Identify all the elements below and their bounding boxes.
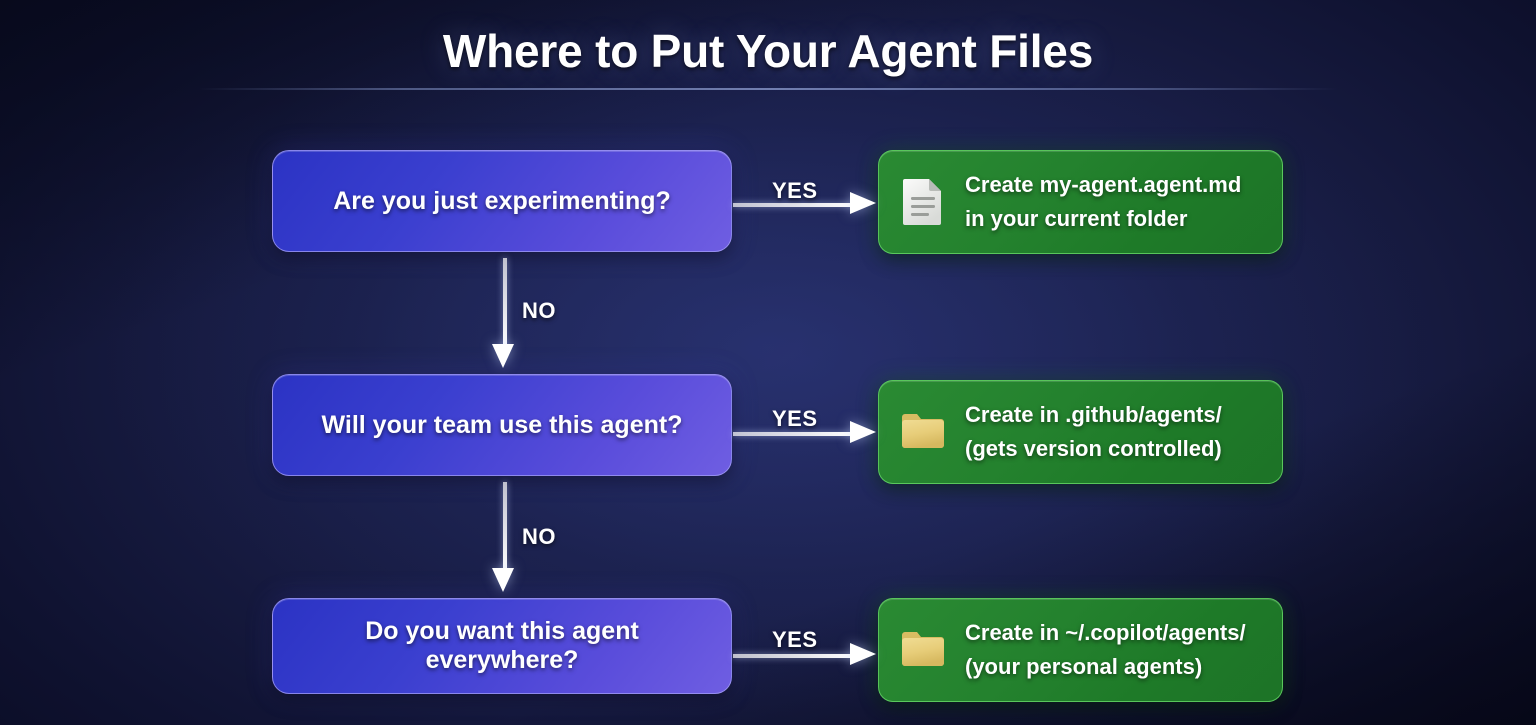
outcome-line-1: Create my-agent.agent.md: [965, 171, 1242, 197]
outcome-box-github-agents[interactable]: Create in .github/agents/ (gets version …: [878, 380, 1283, 484]
decision-label: Will your team use this agent?: [321, 410, 683, 439]
outcome-line-1: Create in .github/agents/: [965, 401, 1222, 427]
yes-arrow-icon: [733, 421, 879, 443]
arrow-shaft: [733, 203, 853, 207]
decision-label: Do you want this agent everywhere?: [365, 617, 639, 674]
document-icon: [899, 176, 947, 228]
no-arrow-icon: [492, 258, 514, 370]
yes-arrow-icon: [733, 192, 879, 214]
outcome-box-current-folder[interactable]: Create my-agent.agent.md in your current…: [878, 150, 1283, 254]
arrow-shaft: [503, 482, 507, 572]
page-title: Where to Put Your Agent Files: [442, 25, 1094, 77]
title-divider: [198, 88, 1338, 90]
decision-box-everywhere[interactable]: Do you want this agent everywhere?: [272, 598, 732, 694]
outcome-line-2: in your current folder: [965, 206, 1188, 231]
outcome-line-2: (gets version controlled): [965, 436, 1222, 461]
yes-label: YES: [772, 178, 818, 203]
arrow-head: [492, 344, 514, 368]
yes-arrow-icon: [733, 643, 879, 665]
decision-box-team-use[interactable]: Will your team use this agent?: [272, 374, 732, 476]
no-arrow-icon: [492, 482, 514, 594]
arrow-head: [492, 568, 514, 592]
arrow-head: [850, 643, 876, 665]
arrow-head: [850, 192, 876, 214]
outcome-text: Create my-agent.agent.md in your current…: [965, 168, 1241, 236]
arrow-shaft: [733, 432, 853, 436]
arrow-head: [850, 421, 876, 443]
outcome-box-copilot-agents[interactable]: Create in ~/.copilot/agents/ (your perso…: [878, 598, 1283, 702]
arrow-shaft: [733, 654, 853, 658]
decision-box-experimenting[interactable]: Are you just experimenting?: [272, 150, 732, 252]
arrow-shaft: [503, 258, 507, 348]
no-label: NO: [522, 524, 556, 549]
folder-icon: [899, 624, 947, 676]
yes-label: YES: [772, 406, 818, 431]
outcome-line-2: (your personal agents): [965, 654, 1203, 679]
outcome-text: Create in .github/agents/ (gets version …: [965, 398, 1222, 466]
decision-label: Are you just experimenting?: [333, 186, 671, 215]
folder-icon: [899, 406, 947, 458]
no-label: NO: [522, 298, 556, 323]
yes-label: YES: [772, 627, 818, 652]
title-area: Where to Put Your Agent Files: [0, 0, 1536, 90]
outcome-text: Create in ~/.copilot/agents/ (your perso…: [965, 616, 1246, 684]
outcome-line-1: Create in ~/.copilot/agents/: [965, 619, 1246, 645]
